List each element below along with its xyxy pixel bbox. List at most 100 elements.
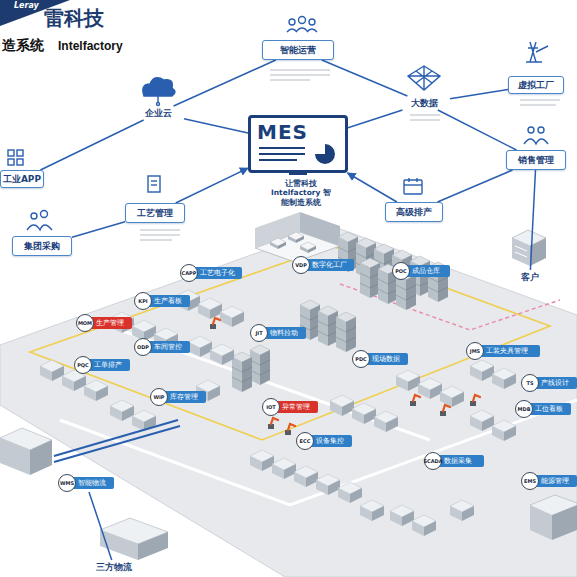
screen-line bbox=[259, 153, 305, 155]
function-callout: IOT异常管理 bbox=[262, 398, 318, 416]
module-label: 虚拟工厂 bbox=[518, 81, 554, 90]
callout-label: 异常管理 bbox=[275, 401, 318, 413]
connector-line bbox=[438, 170, 513, 202]
connector-line bbox=[184, 119, 248, 133]
callout-code: WIP bbox=[150, 388, 168, 406]
module-label: 集团采购 bbox=[24, 242, 60, 251]
wms-building bbox=[0, 428, 52, 475]
connector-line bbox=[176, 168, 248, 203]
callout-label: 生产看板 bbox=[147, 295, 190, 307]
callout-code: KPI bbox=[134, 292, 152, 310]
connector-line bbox=[348, 110, 403, 128]
callout-label: 设备集控 bbox=[309, 435, 352, 447]
callout-label: 成品仓库 bbox=[405, 265, 450, 277]
callout-label: 工装夹具管理 bbox=[479, 345, 540, 357]
module-label: 高级排产 bbox=[396, 208, 432, 217]
title-text: 造系统 bbox=[2, 38, 44, 52]
callout-code: JIT bbox=[250, 324, 268, 342]
connector-line bbox=[348, 173, 397, 202]
callout-label: 数据采集 bbox=[437, 455, 484, 467]
function-callout: MOM生产管理 bbox=[76, 314, 132, 332]
floor-lane bbox=[30, 246, 550, 440]
logistics-lines bbox=[54, 420, 180, 462]
module-label: 工业APP bbox=[3, 175, 41, 184]
title-text: 雷科技 bbox=[44, 8, 104, 28]
connector-line bbox=[450, 90, 508, 99]
customer-building bbox=[512, 230, 546, 266]
callout-label: 工艺电子化 bbox=[193, 267, 242, 279]
callout-code: POC bbox=[392, 262, 410, 280]
callout-code: JMS bbox=[466, 342, 484, 360]
callout-code: PDC bbox=[352, 350, 370, 368]
screen-lines bbox=[251, 118, 345, 170]
callout-label: 车间管控 bbox=[147, 341, 190, 353]
callout-code: PQC bbox=[74, 356, 92, 374]
module-tag: 虚拟工厂 bbox=[508, 76, 564, 94]
icon-label: 三方物流 bbox=[90, 560, 138, 574]
title-text: Leray bbox=[14, 2, 39, 10]
function-callout: JIT物料拉动 bbox=[250, 324, 306, 342]
function-callout: PQC工单排产 bbox=[74, 356, 130, 374]
function-callout: EMS能源管理 bbox=[521, 472, 577, 490]
callout-label: 智能物流 bbox=[71, 477, 114, 489]
energy-building bbox=[530, 495, 577, 540]
storage-racks bbox=[232, 232, 448, 392]
factory-floor bbox=[0, 226, 577, 577]
callout-code: MDB bbox=[515, 400, 533, 418]
callout-code: CAPP bbox=[180, 264, 198, 282]
connector-line bbox=[174, 60, 276, 106]
connector-line bbox=[89, 492, 112, 560]
connector-line bbox=[530, 170, 535, 270]
function-callout: JMS工装夹具管理 bbox=[466, 342, 540, 360]
icon-label: 客户 bbox=[510, 270, 550, 284]
icon-caption: 三方物流 bbox=[96, 563, 132, 572]
module-icons bbox=[8, 17, 548, 231]
icon-label: 大数据 bbox=[398, 96, 450, 110]
function-callout: POC成品仓库 bbox=[392, 262, 450, 280]
module-tag: 集团采购 bbox=[12, 236, 72, 256]
callout-label: 现场数据 bbox=[365, 353, 408, 365]
function-callout: WIP库存管理 bbox=[150, 388, 206, 406]
callout-label: 生产管理 bbox=[89, 317, 132, 329]
callout-code: VDP bbox=[292, 256, 310, 274]
connector-line bbox=[438, 110, 517, 150]
icon-caption: 大数据 bbox=[411, 99, 438, 108]
callout-label: 工位看板 bbox=[528, 403, 571, 415]
callout-code: TS bbox=[521, 374, 539, 392]
function-callout: WMS智能物流 bbox=[58, 474, 114, 492]
description-lines bbox=[140, 70, 560, 240]
callout-label: 库存管理 bbox=[163, 391, 206, 403]
office-room bbox=[255, 212, 340, 262]
module-tag: 工业APP bbox=[0, 170, 44, 188]
module-tag: 工艺管理 bbox=[125, 203, 185, 223]
callout-label: 能源管理 bbox=[534, 475, 577, 487]
pie-icon bbox=[315, 144, 335, 164]
module-label: 销售管理 bbox=[518, 156, 554, 165]
mes-monitor: MES让雷科技 Intelfactory 智能制造系统 bbox=[248, 115, 348, 173]
callout-code: ECC bbox=[296, 432, 314, 450]
connector-line bbox=[41, 120, 144, 170]
function-callout: ODP车间管控 bbox=[134, 338, 190, 356]
icon-label: 企业云 bbox=[132, 106, 184, 120]
system-caption: 让雷科技 Intelfactory 智能制造系统 bbox=[270, 179, 332, 207]
callout-code: ODP bbox=[134, 338, 152, 356]
production-machines bbox=[40, 290, 516, 536]
monitor-stand bbox=[289, 170, 307, 175]
icon-caption: 客户 bbox=[521, 273, 539, 282]
module-tag: 销售管理 bbox=[506, 150, 566, 170]
function-callout: PDC现场数据 bbox=[352, 350, 408, 368]
connector-line bbox=[322, 60, 408, 96]
module-label: 工艺管理 bbox=[137, 209, 173, 218]
callout-code: IOT bbox=[262, 398, 280, 416]
robot-arms bbox=[210, 318, 480, 435]
mes-title: MES bbox=[257, 122, 308, 142]
callout-label: 工单排产 bbox=[87, 359, 130, 371]
module-tag: 高级排产 bbox=[385, 202, 443, 222]
screen-line bbox=[259, 159, 297, 161]
function-callout: MDB工位看板 bbox=[515, 400, 571, 418]
callout-code: WMS bbox=[58, 474, 76, 492]
function-callout: VDP数字化工厂 bbox=[292, 256, 354, 274]
